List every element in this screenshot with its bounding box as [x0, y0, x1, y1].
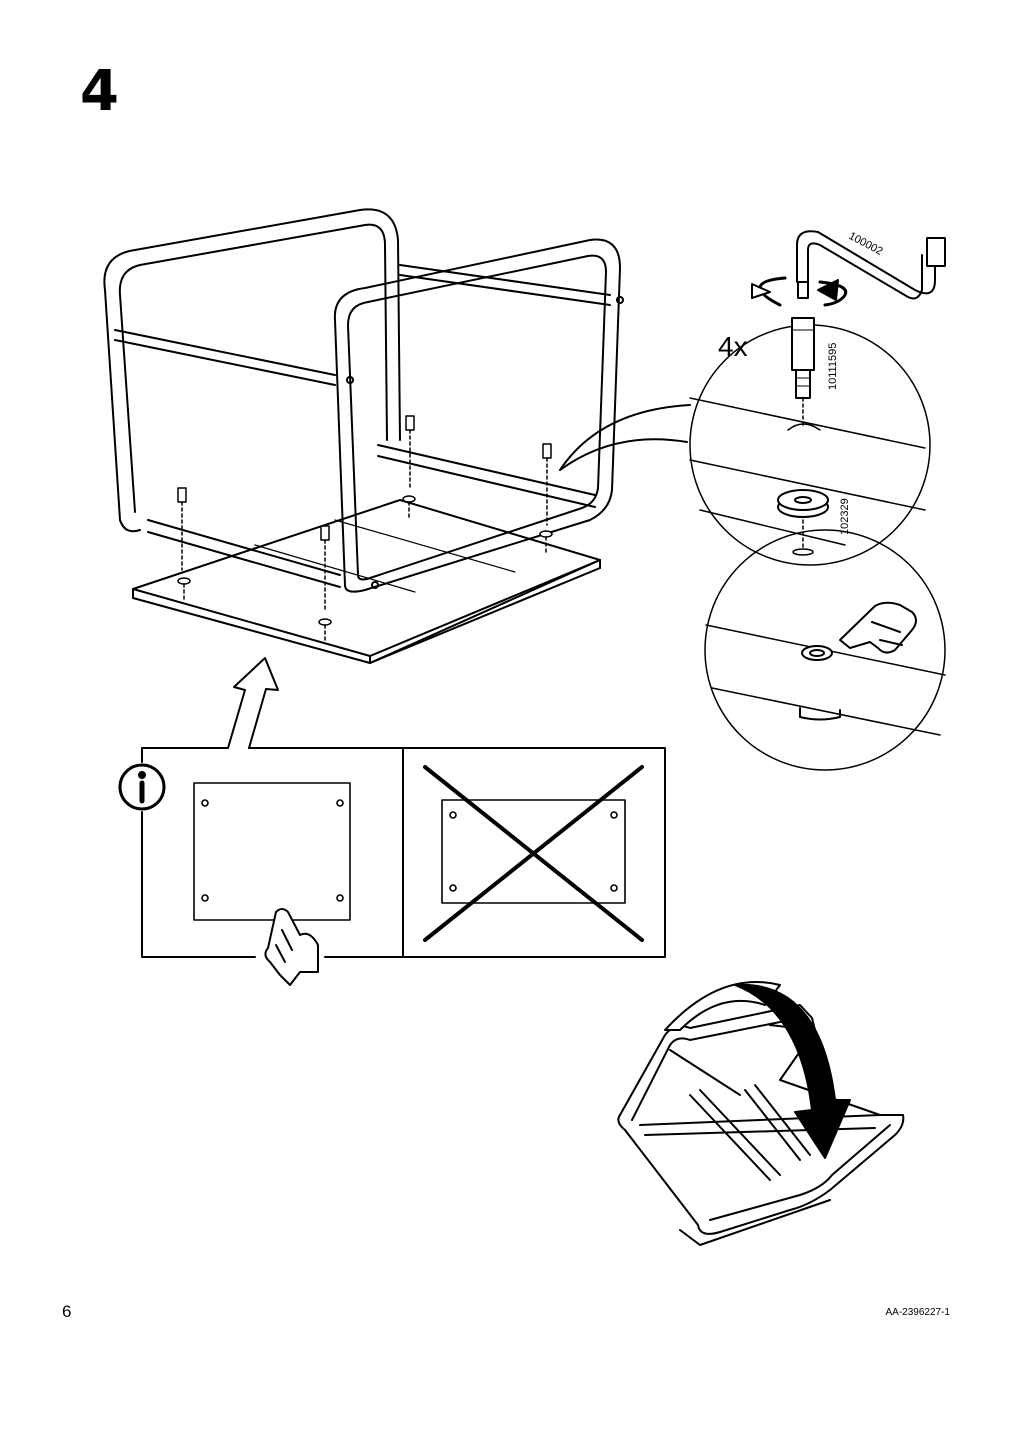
- rotate-arrow-icon: [751, 276, 848, 307]
- info-icon: [118, 763, 166, 811]
- flip-illustration: [617, 1004, 905, 1246]
- wrong-orientation-cross-icon: [423, 765, 644, 942]
- hex-key-icon: [796, 230, 946, 300]
- press-hand-icon: [839, 601, 917, 654]
- step-number: 4: [80, 59, 119, 124]
- back-frame: [103, 208, 611, 533]
- washer-code-label: 102329: [839, 498, 851, 535]
- detail-callout: [559, 230, 946, 771]
- flip-arrow-icon: [664, 981, 851, 1159]
- front-frame: [333, 238, 624, 593]
- correct-board: [193, 782, 351, 921]
- wrong-board: [441, 799, 626, 904]
- bottom-rails: [147, 444, 596, 588]
- document-id: AA-2396227-1: [885, 1307, 951, 1318]
- washer-part: [777, 489, 829, 556]
- screw-code-label: 10111595: [827, 343, 839, 390]
- screw-part: [787, 317, 821, 431]
- info-box: [118, 747, 666, 986]
- quantity-label: 4x: [718, 331, 748, 362]
- pointing-hand-icon: [264, 908, 319, 986]
- tool-code-label: 100002: [847, 230, 885, 258]
- main-assembly: [103, 208, 624, 664]
- up-arrow-icon: [227, 657, 279, 749]
- page-number: 6: [62, 1302, 72, 1321]
- screws: [177, 415, 553, 643]
